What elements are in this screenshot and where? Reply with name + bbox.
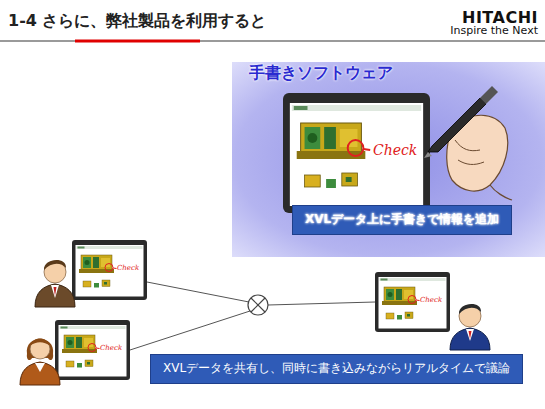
- person: [450, 328, 490, 350]
- software-panel-ground: [232, 62, 545, 257]
- tablet-small: [375, 272, 450, 332]
- tablet-large: [283, 93, 430, 213]
- handwritten-check: Check: [373, 143, 417, 158]
- tablet-small: [55, 320, 130, 380]
- network-line: [147, 282, 249, 302]
- caption-box: XVLデータ上に手書きで情報を追加: [292, 205, 512, 235]
- person: [30, 339, 50, 359]
- handwritten-check: Check: [117, 265, 139, 273]
- caption-box: XVLデータを共有し、同時に書き込みながらリアルタイムで議論: [150, 354, 523, 384]
- hand-with-pen: [424, 152, 432, 158]
- tablet-small: [55, 320, 130, 380]
- title-rule: [0, 40, 545, 42]
- tablet-large: [283, 93, 430, 213]
- company-logo: HITACHI: [462, 9, 538, 27]
- hand-with-pen: [480, 86, 498, 104]
- title-rule: [75, 40, 200, 43]
- person: [44, 260, 66, 270]
- box-text: XVLデータ上に手書きで情報を追加: [305, 212, 499, 228]
- tablet-small: [72, 240, 147, 300]
- hand-with-pen: [455, 140, 480, 151]
- person: [459, 304, 481, 314]
- person: [30, 339, 50, 347]
- company-tagline: Inspire the Next: [450, 25, 538, 37]
- person: [35, 363, 45, 372]
- person: [469, 331, 472, 339]
- tablet-small: [72, 240, 147, 300]
- person: [450, 304, 490, 350]
- person: [20, 339, 60, 386]
- panel-heading: 手書きソフトウェア: [249, 63, 540, 84]
- box-text: XVLデータを共有し、同時に書き込みながらリアルタイムで議論: [163, 361, 510, 377]
- slide-title: 1-4 さらに、弊社製品を利用すると: [8, 12, 266, 30]
- title-rule: [0, 41, 545, 42]
- hand-with-pen: [424, 86, 512, 200]
- person: [54, 287, 57, 296]
- hub-symbol: [248, 295, 268, 315]
- network-line: [130, 282, 375, 350]
- hub-symbol: [251, 298, 265, 312]
- network-line: [268, 302, 375, 305]
- hand-with-pen: [490, 185, 512, 200]
- person: [20, 362, 60, 385]
- tablet-small: [375, 272, 450, 332]
- handwritten-check: Check: [420, 297, 442, 305]
- handwritten-check: Check: [100, 345, 122, 353]
- hand-with-pen: [428, 98, 486, 152]
- person: [466, 329, 474, 341]
- hand-with-pen: [458, 160, 484, 164]
- software-panel: 手書きソフトウェア XVLデータ上に手書きで情報を追加: [227, 62, 540, 257]
- person: [35, 284, 75, 307]
- hub-symbol: [251, 298, 265, 312]
- person: [51, 285, 59, 298]
- hub-symbol: [248, 295, 268, 315]
- person: [27, 339, 53, 360]
- network-line: [130, 311, 250, 350]
- person: [35, 260, 75, 307]
